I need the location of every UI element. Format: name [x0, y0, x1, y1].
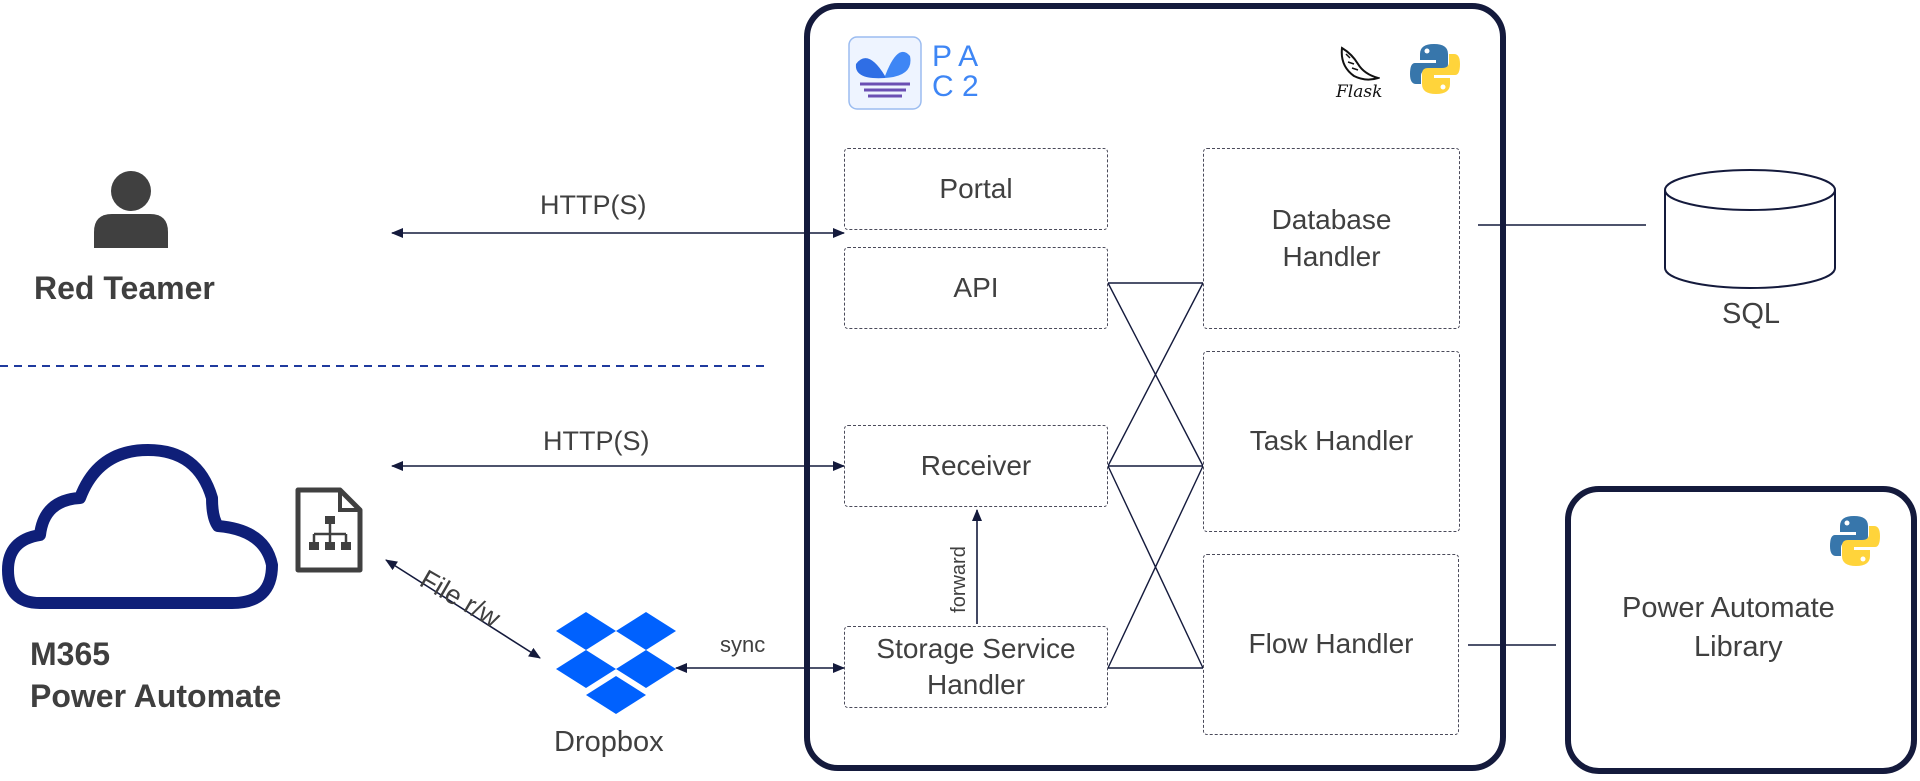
sql-label: SQL	[1722, 298, 1781, 330]
power-automate-library-container	[1565, 486, 1917, 774]
flow-handler-box: Flow Handler	[1203, 554, 1459, 735]
m365-label-line1: M365	[30, 636, 111, 672]
task-label: Task Handler	[1249, 425, 1414, 457]
http-top-label: HTTP(S)	[540, 190, 647, 220]
portal-box: Portal	[844, 148, 1108, 230]
pac2-logo-line2: C 2	[932, 70, 979, 103]
cloud-icon	[2, 444, 278, 609]
api-box: API	[844, 247, 1108, 329]
pac2-logo-line1: P A	[932, 40, 979, 73]
db-label-line2: Handler	[1282, 240, 1381, 272]
library-label-line1: Power Automate	[1622, 592, 1835, 624]
task-handler-box: Task Handler	[1203, 351, 1460, 532]
storage-label-line2: Handler	[926, 669, 1026, 700]
db-label-line1: Database	[1271, 204, 1392, 236]
internal-links	[1107, 282, 1204, 669]
pac2-server-container	[804, 3, 1506, 771]
file-rw-arrow	[385, 559, 541, 659]
pac2-logo	[848, 36, 928, 112]
storage-service-handler-box: Storage Service Handler	[844, 626, 1108, 708]
api-label: API	[953, 271, 999, 303]
m365-label-line2: Power Automate	[30, 678, 282, 714]
flow-label: Flow Handler	[1248, 628, 1414, 660]
user-icon	[94, 171, 168, 248]
python-icon	[1410, 44, 1460, 94]
database-cylinder-icon	[1664, 169, 1836, 289]
flask-label: Flask	[1336, 82, 1383, 102]
red-teamer-label: Red Teamer	[34, 270, 215, 306]
dropbox-label: Dropbox	[554, 726, 664, 758]
receiver-label: Receiver	[920, 449, 1032, 481]
flask-horn-icon	[1340, 46, 1380, 81]
butterfly-icon	[848, 36, 922, 110]
dropbox-icon	[556, 612, 676, 714]
sync-label: sync	[720, 632, 766, 657]
storage-label-line1: Storage Service	[876, 632, 1076, 664]
library-label-line2: Library	[1694, 631, 1783, 663]
flow-document-icon	[295, 487, 363, 573]
database-handler-box: Database Handler	[1203, 148, 1460, 329]
receiver-box: Receiver	[844, 425, 1108, 507]
python-icon-library	[1830, 516, 1880, 566]
portal-label: Portal	[939, 172, 1013, 204]
http-bottom-label: HTTP(S)	[543, 426, 650, 456]
